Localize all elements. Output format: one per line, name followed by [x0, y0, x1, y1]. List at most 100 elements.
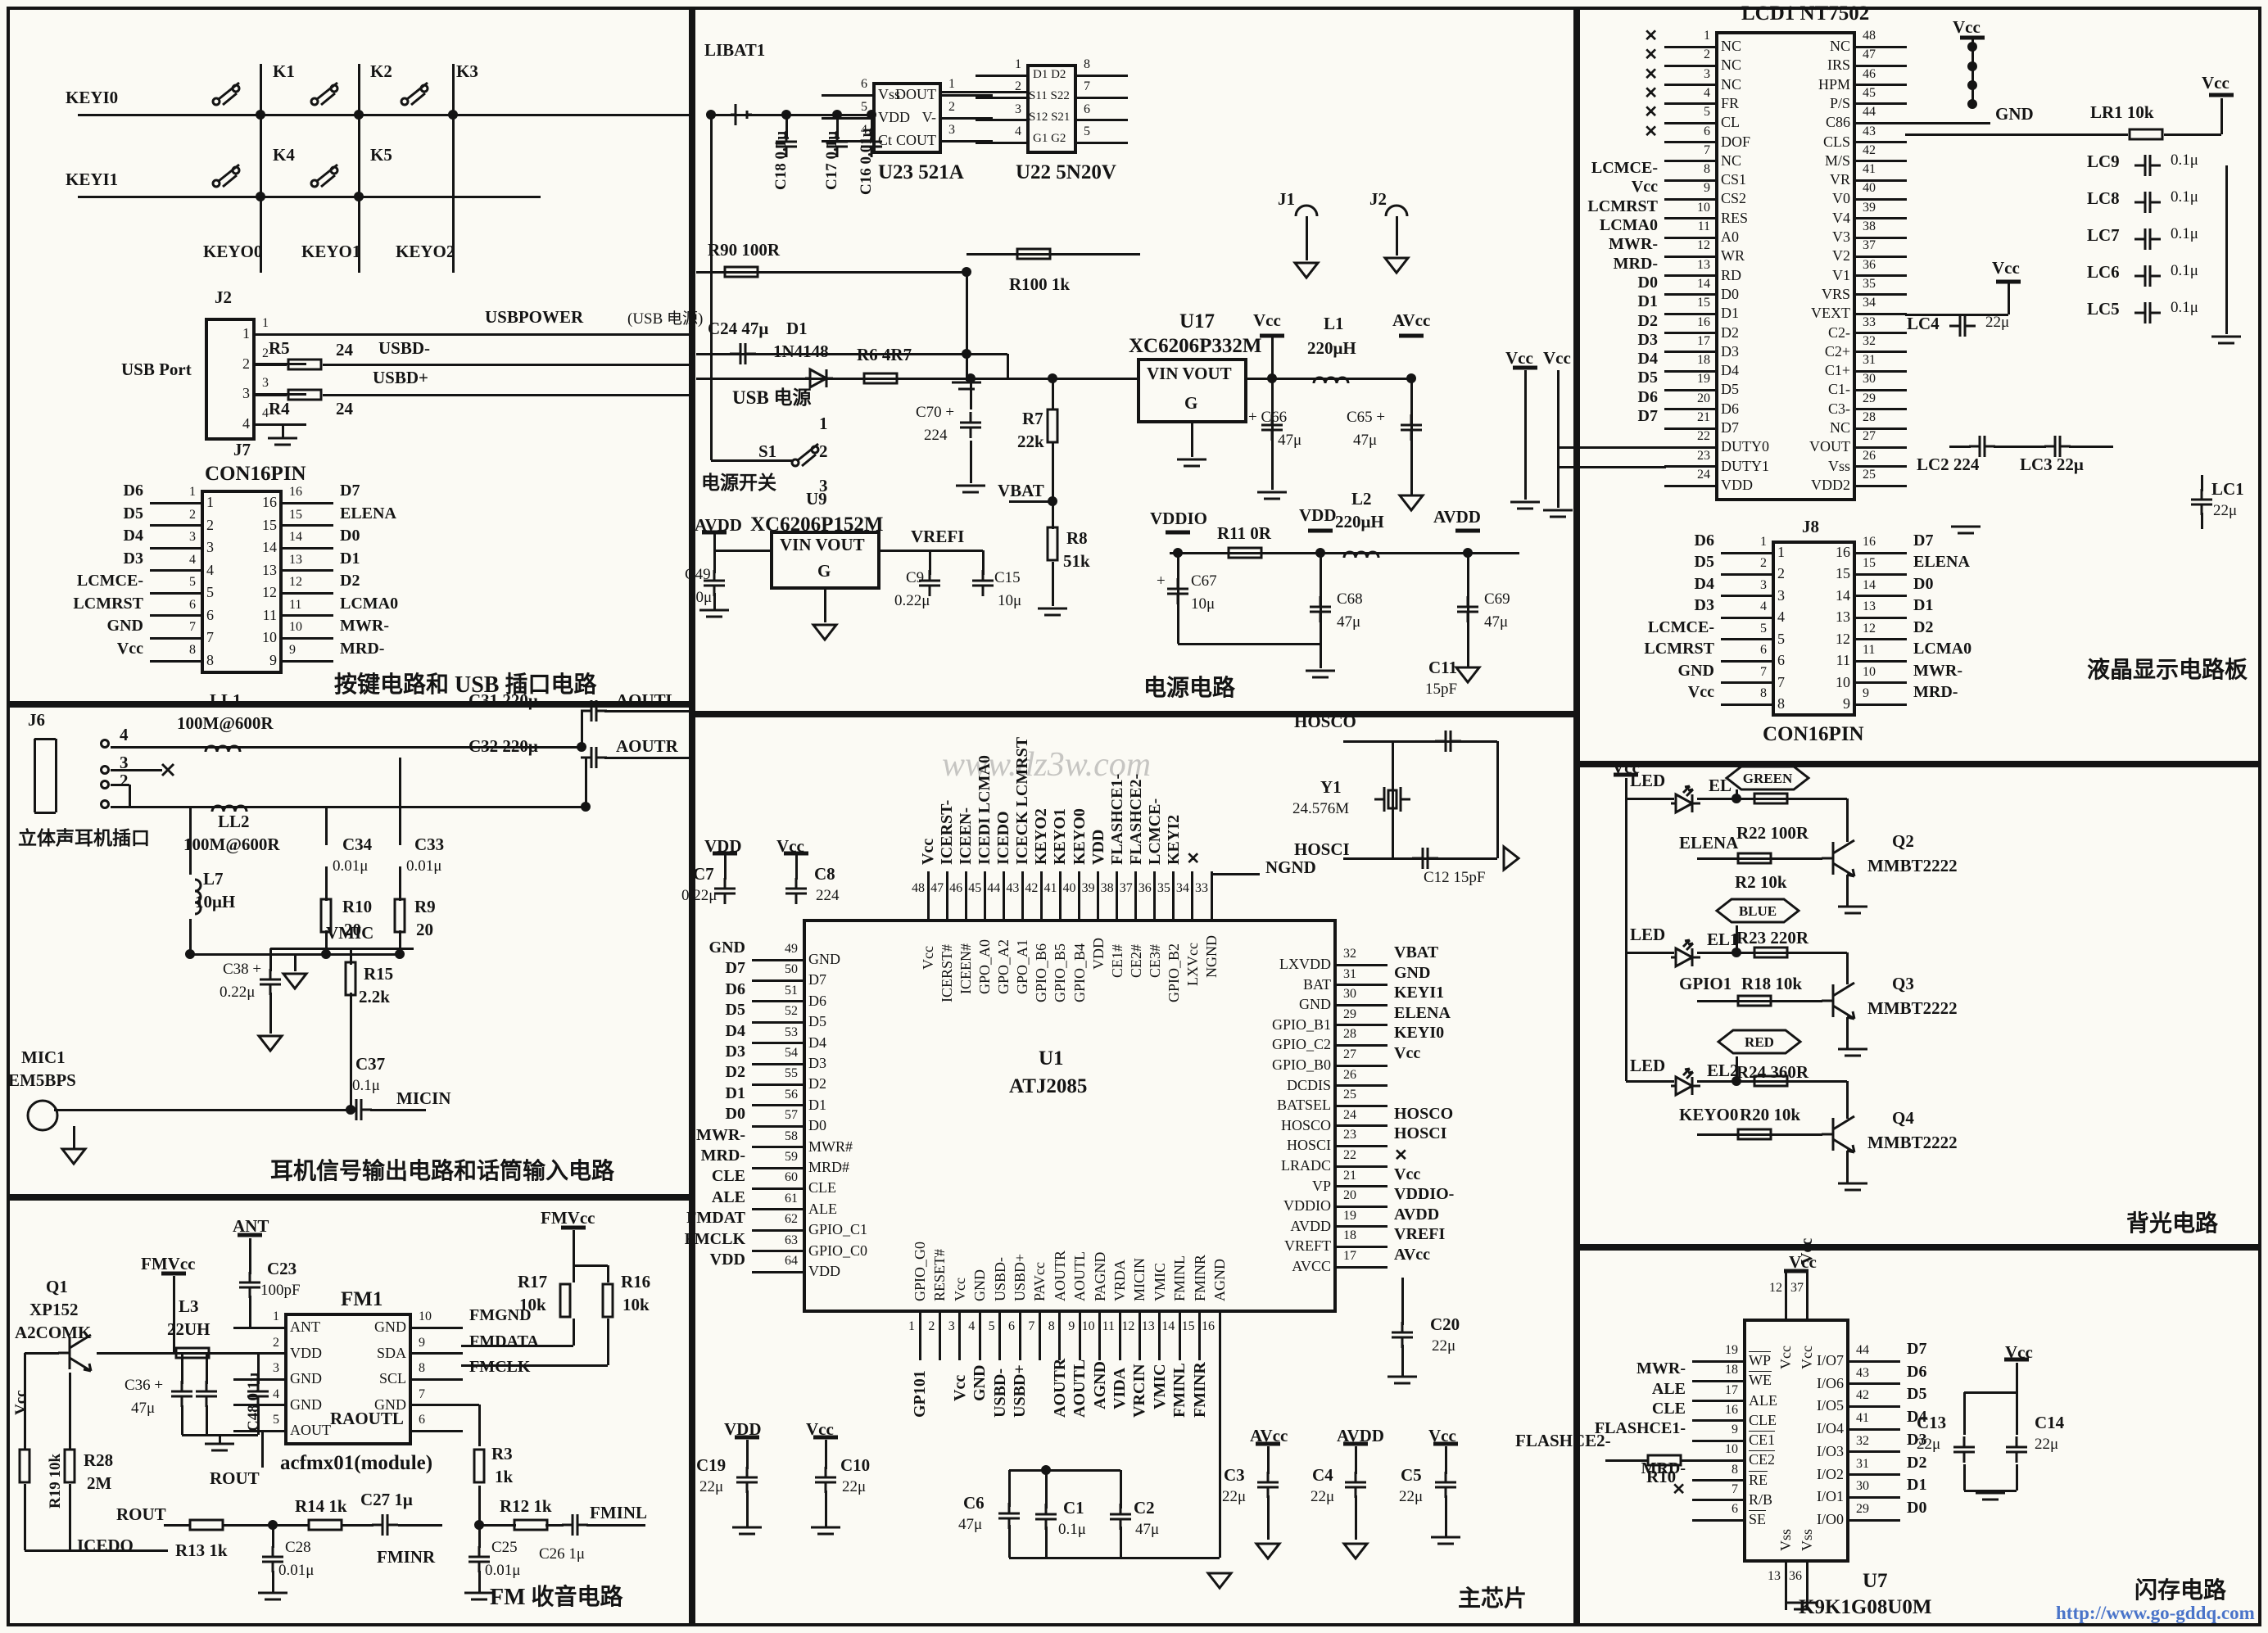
ic-inner-label: G — [817, 561, 831, 581]
pin-stub — [1849, 1427, 1900, 1431]
ground-symbol — [1431, 1536, 1460, 1545]
pin-stub — [1692, 1419, 1743, 1423]
pin-number: 9 — [289, 643, 296, 657]
battery-symbol — [731, 104, 752, 125]
pin-name: C1- — [1828, 381, 1850, 398]
wire-segment — [398, 866, 401, 901]
pin-number: 3 — [1760, 577, 1767, 592]
net-label: C33 — [414, 835, 445, 854]
net-label: K9K1G08U0M — [1799, 1596, 1932, 1618]
pin-name: WP — [1749, 1352, 1771, 1368]
pin-number: 44 — [1863, 105, 1876, 120]
pin-net: ✕ — [1644, 103, 1658, 122]
pin-stub — [1664, 427, 1715, 430]
pin-stub — [1856, 45, 1907, 48]
resistor-symbol — [723, 265, 759, 278]
pin-number: 9 — [1068, 1319, 1075, 1333]
pin-stub — [1664, 236, 1715, 239]
pin-name: SDA — [376, 1344, 406, 1361]
pin-net: GND — [106, 617, 143, 636]
pin-number: 53 — [785, 1025, 798, 1039]
pin-stub — [752, 1020, 803, 1024]
net-label: KEYI1 — [66, 170, 119, 189]
ic-U1 — [803, 919, 1337, 1313]
pin-stub — [1692, 1499, 1743, 1502]
net-label: 22μ — [1399, 1488, 1424, 1505]
pin-stub — [1002, 871, 1005, 919]
wire-segment — [451, 64, 455, 273]
pin-name: V1 — [1832, 266, 1850, 283]
net-label: 2.2k — [359, 987, 390, 1006]
pin-net: ICEDI LCMA0 — [976, 755, 994, 865]
pin-net: D7 — [1913, 532, 1934, 550]
pin-number: 3 — [189, 530, 196, 545]
net-label: acfmx01(module) — [280, 1452, 433, 1474]
pin-number: 10 — [1697, 200, 1710, 215]
junction-dot — [581, 802, 591, 812]
wire-segment — [1266, 1495, 1270, 1540]
net-label: C18 0.1μ — [772, 131, 790, 190]
wire-segment — [1218, 1358, 1221, 1558]
wire-segment — [1626, 1079, 1674, 1083]
capacitor-symbol — [1435, 731, 1461, 752]
pin-net: D2 — [1907, 1453, 1927, 1472]
pin-name: 15 — [262, 516, 277, 533]
pin-name: AOUTR — [1051, 1251, 1068, 1301]
pin-number: 4 — [1760, 599, 1767, 614]
net-label: 0.01μ — [278, 1562, 315, 1579]
wire-segment — [1401, 1278, 1404, 1325]
net-label: AVDD — [1433, 507, 1481, 527]
pin-number: 46 — [1863, 66, 1876, 81]
pin-number: 2 — [273, 1335, 279, 1350]
net-label: 22UH — [167, 1319, 211, 1339]
pin-stub — [1856, 572, 1907, 576]
inductor-symbol — [211, 804, 248, 812]
power-rail-symbol — [1996, 279, 2021, 284]
pin-number: 7 — [1760, 664, 1767, 679]
resistor-symbol — [1046, 526, 1059, 562]
net-label: LC6 — [2087, 262, 2120, 282]
pin-number: 42 — [1863, 142, 1876, 157]
switch-symbol — [211, 81, 241, 106]
wire-segment — [34, 811, 56, 814]
junction-dot — [354, 110, 364, 120]
pin-net: D1 — [1907, 1476, 1927, 1495]
pin-number: 10 — [1081, 1319, 1095, 1333]
net-label: R8 — [1066, 528, 1088, 548]
resistor-symbol — [1646, 1454, 1682, 1467]
wire-segment — [1962, 1464, 1966, 1491]
resistor-symbol — [601, 1282, 614, 1319]
net-label: KEYO2 — [396, 242, 455, 261]
pin-name: D0 — [1721, 285, 1739, 302]
pin-net: D2 — [725, 1063, 745, 1082]
section-flash — [1577, 1247, 2261, 1626]
net-label: Vcc — [2202, 73, 2230, 93]
pin-name: RE — [1749, 1471, 1768, 1488]
pin-stub — [1337, 1245, 1388, 1248]
pin-number: 51 — [785, 983, 798, 997]
junction-dot — [321, 949, 331, 959]
pin-name: 1 — [1777, 544, 1785, 560]
net-label: KEYI0 — [66, 88, 119, 107]
wire-segment — [111, 745, 582, 749]
pin-stub — [1097, 871, 1100, 919]
capacitor-symbol — [1457, 596, 1478, 622]
resistor-symbol — [513, 1518, 549, 1531]
section-keypad-usb — [7, 7, 692, 704]
wire-segment — [172, 1276, 175, 1353]
junction-dot — [1048, 496, 1057, 506]
pin-net: ALE — [711, 1187, 745, 1206]
net-label: J2 — [215, 287, 232, 307]
wire-segment — [1305, 216, 1308, 260]
wire-segment — [97, 1351, 235, 1355]
junction-dot — [1048, 373, 1057, 383]
net-label: 47μ — [1337, 613, 1361, 631]
wire-segment — [1681, 1459, 1694, 1462]
pin-stub — [256, 332, 306, 336]
pin-stub — [283, 569, 333, 572]
inductor-symbol — [204, 744, 242, 753]
pin-stub — [1337, 1144, 1388, 1147]
pin-stub — [752, 1042, 803, 1045]
pin-name: GND — [290, 1370, 322, 1386]
net-label: C34 — [342, 835, 373, 854]
